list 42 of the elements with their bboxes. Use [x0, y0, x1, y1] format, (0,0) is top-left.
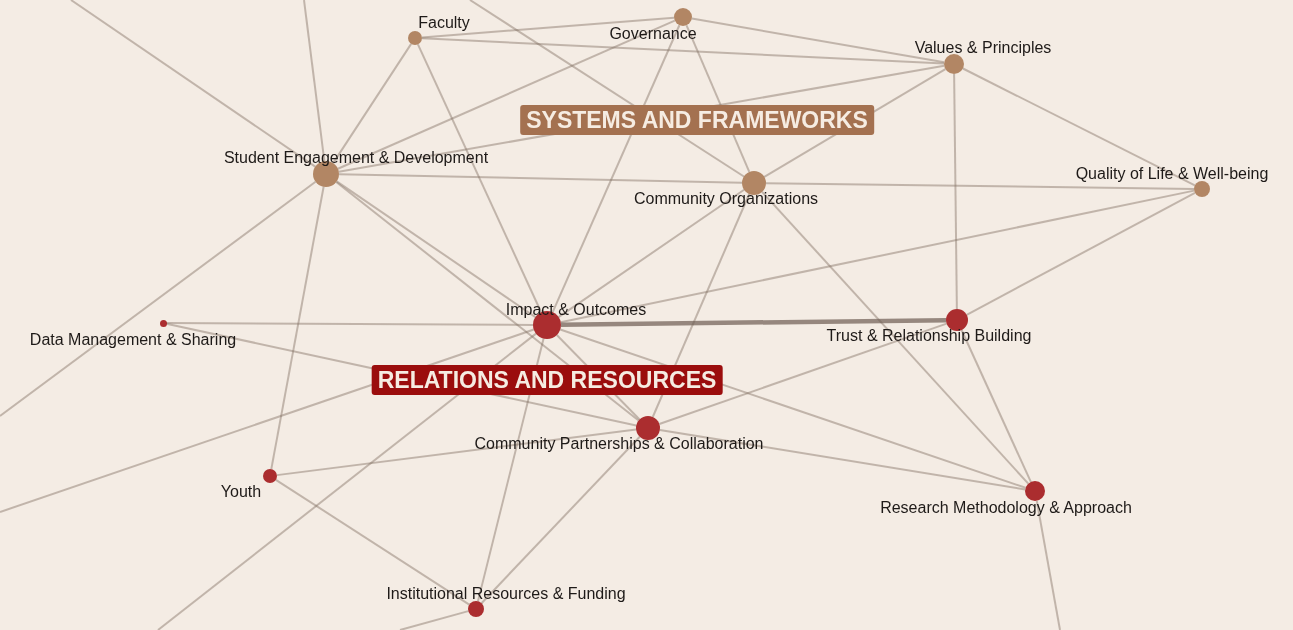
connector-line [480, 435, 641, 605]
connector-line [399, 610, 470, 630]
connector-line [421, 16, 676, 39]
connector-line [961, 67, 1196, 187]
cluster-label: RELATIONS AND RESOURCES [371, 365, 723, 395]
connector-line [70, 0, 317, 168]
connector-line [335, 180, 537, 319]
node-label: Community Partnerships & Collaboration [474, 435, 764, 453]
connector-line [0, 180, 317, 417]
connector-line [274, 478, 471, 606]
connector-line [557, 188, 746, 319]
connector-line [690, 17, 946, 64]
node-label: Quality of Life & Well-being [1075, 165, 1269, 183]
node-label: Community Organizations [633, 190, 819, 208]
connector-line [165, 322, 534, 326]
connector-line [965, 191, 1196, 316]
connector-line [960, 329, 1032, 483]
node-label: Data Management & Sharing [29, 331, 237, 349]
node-label: Impact & Outcomes [505, 301, 647, 319]
connector-line [421, 37, 945, 65]
cluster-label: SYSTEMS AND FRAMEWORKS [520, 105, 874, 135]
connector-line [336, 19, 676, 170]
node-label: Faculty [418, 14, 470, 32]
connector-line [559, 189, 1196, 324]
connector-line [761, 190, 1030, 485]
connector-line [953, 73, 958, 310]
node-label: Youth [220, 483, 262, 501]
node-label: Research Methodology & Approach [880, 499, 1132, 517]
node-label: Governance [609, 25, 697, 43]
connector-line [658, 428, 1027, 491]
connector-line [1035, 499, 1061, 630]
connector-line [765, 182, 1195, 190]
connector-line [338, 173, 743, 184]
connector-line [560, 317, 947, 328]
node-label: Values & Principles [914, 39, 1052, 57]
node-label: Student Engagement & Development [223, 149, 489, 167]
connector-line [658, 322, 948, 426]
connector-line [275, 428, 638, 477]
connector-line [270, 185, 325, 471]
node-label: Trust & Relationship Building [826, 327, 1032, 345]
connector-line [303, 0, 326, 163]
node-label: Institutional Resources & Funding [386, 585, 626, 603]
